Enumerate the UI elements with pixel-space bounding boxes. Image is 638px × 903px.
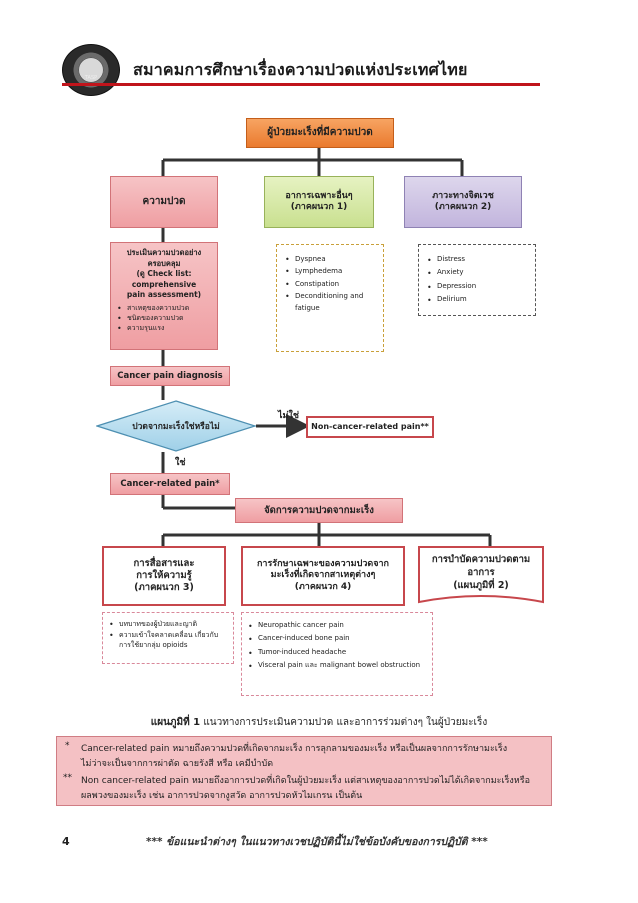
assessment-line3: (ดู Check list: comprehensive xyxy=(131,269,197,289)
decision-diamond xyxy=(96,400,256,452)
psychiatric-list-box: Distress Anxiety Depression Delirium xyxy=(418,244,536,316)
specific-treatment-list-box: Neuropathic cancer pain Cancer-induced b… xyxy=(241,612,433,696)
list-item: Delirium xyxy=(425,293,529,309)
cancer-pain-patients-box: ผู้ป่วยมะเร็งที่มีความปวด xyxy=(246,118,394,148)
manage-cancer-pain-box: จัดการความปวดจากมะเร็ง xyxy=(235,498,403,523)
list-item: Lymphedema xyxy=(283,265,377,279)
header-divider xyxy=(62,83,540,86)
non-cancer-pain-box: Non-cancer-related pain** xyxy=(306,416,434,438)
list-item: ชนิดของความปวด xyxy=(115,313,213,325)
symptomatic-line2: อาการ xyxy=(467,566,495,578)
assessment-line2: ครอบคลุม xyxy=(147,258,181,268)
list-item: ความเข้าใจคลาดเคลื่อน เกี่ยวกับการใช้ยาก… xyxy=(107,630,229,651)
list-item: ความรุนแรง xyxy=(115,323,213,335)
list-item: Tumor-induced headache xyxy=(246,646,428,662)
footnote-2-line1: Non cancer-related pain หมายถึงอาการปวดท… xyxy=(81,776,530,786)
footnote-1-line2: ไม่ว่าจะเป็นจากการผ่าตัด ฉายรังสี หรือ เ… xyxy=(81,759,274,769)
specific-treatment-line1: การรักษาเฉพาะของความปวดจาก xyxy=(256,559,390,570)
communication-line2: การให้ความรู้ xyxy=(136,570,192,582)
psychiatric-appendix: (ภาคผนวก 2) xyxy=(434,202,492,212)
yes-label: ใช่ xyxy=(175,458,186,468)
other-symptoms-box: อาการเฉพาะอื่นๆ (ภาคผนวก 1) xyxy=(264,176,374,228)
other-symptoms-appendix: (ภาคผนวก 1) xyxy=(290,202,348,212)
cancer-related-pain-box: Cancer-related pain* xyxy=(110,473,230,495)
specific-treatment-box: การรักษาเฉพาะของความปวดจาก มะเร็งที่เกิด… xyxy=(241,546,405,606)
communication-list-box: บทบาทของผู้ป่วยและญาติ ความเข้าใจคลาดเคล… xyxy=(102,612,234,664)
list-item: Visceral pain และ malignant bowel obstru… xyxy=(246,659,428,675)
footnote-1-mark: * xyxy=(65,741,70,751)
symptomatic-treatment-box: การบำบัดความปวดตาม อาการ (แผนภูมิที่ 2) xyxy=(418,554,544,592)
communication-line1: การสื่อสารและ xyxy=(133,558,195,570)
list-item: Distress xyxy=(425,253,529,269)
symptomatic-appendix: (แผนภูมิที่ 2) xyxy=(453,579,509,591)
specific-treatment-appendix: (ภาคผนวก 4) xyxy=(294,581,352,592)
list-item: Deconditioning and fatigue xyxy=(283,290,377,315)
assessment-list: สาเหตุของความปวด ชนิดของความปวด ความรุนแ… xyxy=(115,303,213,335)
footnote-2-line2: ผลพวงของมะเร็ง เช่น อาการปวดจากงูสวัด อา… xyxy=(81,791,363,801)
specific-treatment-list: Neuropathic cancer pain Cancer-induced b… xyxy=(246,619,428,675)
figure-caption: แผนภูมิที่ 1 แนวทางการประเมินความปวด และ… xyxy=(0,715,638,730)
other-symptoms-list: Dyspnea Lymphedema Constipation Decondit… xyxy=(283,253,377,314)
communication-appendix: (ภาคผนวก 3) xyxy=(134,581,194,593)
logo-emblem-icon xyxy=(78,57,104,83)
assessment-box: ประเมินความปวดอย่าง ครอบคลุม (ดู Check l… xyxy=(110,242,218,350)
footnotes-box: * Cancer-related pain หมายถึงความปวดที่เ… xyxy=(56,736,552,806)
symptomatic-line1: การบำบัดความปวดตาม xyxy=(431,554,531,565)
psychiatric-box: ภาวะทางจิตเวช (ภาคผนวก 2) xyxy=(404,176,522,228)
list-item: Dyspnea xyxy=(283,253,377,267)
communication-list: บทบาทของผู้ป่วยและญาติ ความเข้าใจคลาดเคล… xyxy=(107,619,229,651)
footnote-1-line1: Cancer-related pain หมายถึงความปวดที่เกิ… xyxy=(81,744,508,754)
caption-label: แผนภูมิที่ 1 xyxy=(150,717,201,728)
other-symptoms-title: อาการเฉพาะอื่นๆ xyxy=(285,190,353,201)
list-item: Neuropathic cancer pain xyxy=(246,619,428,635)
list-item: Cancer-induced bone pain xyxy=(246,632,428,648)
list-item: บทบาทของผู้ป่วยและญาติ xyxy=(107,619,229,630)
decision-question: ปวดจากมะเร็งใช่หรือไม่ xyxy=(132,422,220,432)
list-item: Constipation xyxy=(283,278,377,292)
diagnosis-box: Cancer pain diagnosis xyxy=(110,366,230,386)
assessment-line1: ประเมินความปวดอย่าง xyxy=(126,248,202,257)
list-item: สาเหตุของความปวด xyxy=(115,303,213,315)
psychiatric-list: Distress Anxiety Depression Delirium xyxy=(425,253,529,309)
association-logo: TASP xyxy=(62,44,120,96)
footnote-2-mark: ** xyxy=(63,773,72,783)
symptomatic-treatment-shape xyxy=(418,546,544,604)
logo-text: TASP xyxy=(84,75,98,81)
specific-treatment-line2: มะเร็งที่เกิดจากสาเหตุต่างๆ xyxy=(270,570,376,581)
other-symptoms-list-box: Dyspnea Lymphedema Constipation Decondit… xyxy=(276,244,384,352)
assessment-line4: pain assessment) xyxy=(126,290,202,299)
footer-disclaimer: *** ข้อแนะนำต่างๆ ในแนวทางเวชปฏิบัตินี้ไ… xyxy=(146,836,488,848)
list-item: Depression xyxy=(425,280,529,296)
page-number: 4 xyxy=(62,835,70,848)
no-label: ไม่ใช่ xyxy=(278,411,299,421)
caption-text: แนวทางการประเมินความปวด และอาการร่วมต่าง… xyxy=(203,717,488,728)
communication-box: การสื่อสารและ การให้ความรู้ (ภาคผนวก 3) xyxy=(102,546,226,606)
header-title: สมาคมการศึกษาเรื่องความปวดแห่งประเทศไทย xyxy=(133,60,468,79)
list-item: Anxiety xyxy=(425,266,529,282)
pain-box: ความปวด xyxy=(110,176,218,228)
psychiatric-title: ภาวะทางจิตเวช xyxy=(432,190,494,201)
